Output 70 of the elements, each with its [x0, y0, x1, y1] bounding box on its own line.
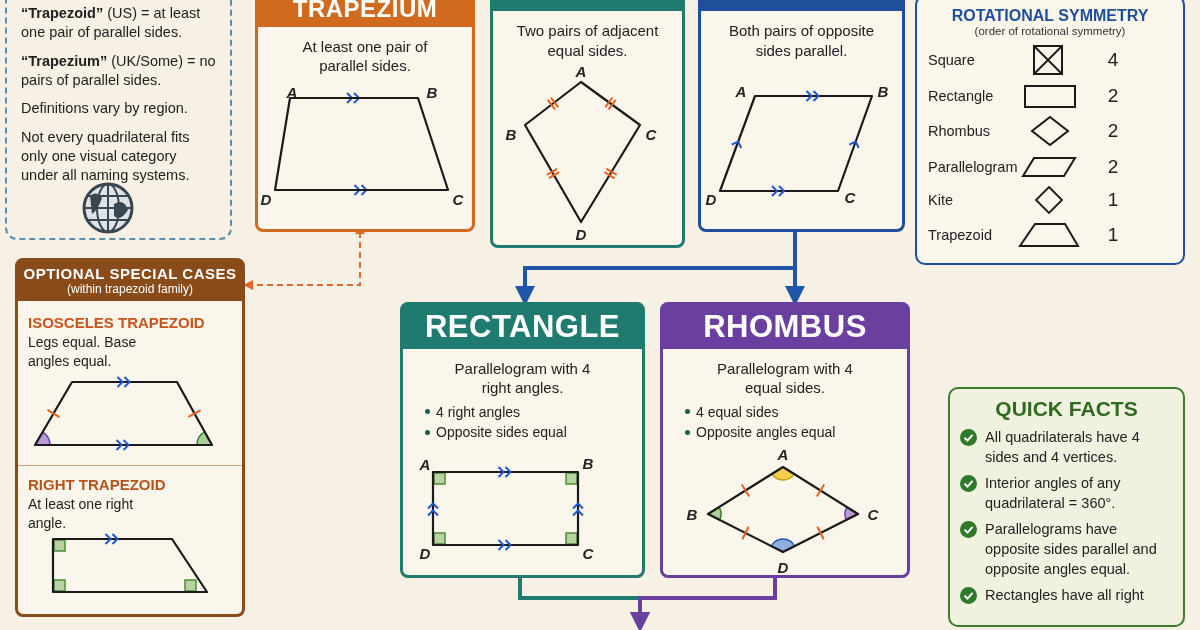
bullet-text: Opposite sides equal: [436, 422, 567, 442]
note-text: “Trapezoid” (US) = at least one pair of parallel sides.: [21, 4, 202, 42]
symmetry-order: 2: [1107, 85, 1119, 107]
vertex-label: C: [582, 544, 594, 562]
card-panel: [660, 302, 910, 578]
facts-panel: [948, 387, 1185, 627]
note-text: Definitions vary by region.: [21, 99, 189, 119]
vertex-label: A: [735, 82, 747, 100]
vertex-label: C: [867, 505, 879, 523]
card-title: RECTANGLE: [423, 309, 622, 345]
card-panel: [15, 258, 245, 617]
card-panel: [400, 302, 645, 578]
card-panel: [255, 0, 475, 232]
arrow: [630, 578, 777, 630]
vertex-label: C: [645, 125, 657, 143]
shape-name: Square: [928, 52, 975, 68]
bullet-text: Opposite angles equal: [696, 422, 836, 442]
body-text: Legs equal. Base angles equal.: [28, 332, 138, 371]
table-panel: [915, 0, 1185, 265]
card-panel: [698, 0, 905, 232]
vertex-label: A: [777, 445, 789, 463]
section-title: ISOSCELES TRAPEZOID: [28, 314, 206, 333]
card-title: TRAPEZIUM: [291, 0, 439, 23]
shape-name: Rectangle: [928, 88, 994, 104]
vertex-label: C: [844, 188, 856, 206]
symmetry-order: 1: [1107, 189, 1119, 211]
body-text: Parallelogram with 4 right angles.: [453, 358, 592, 398]
vertex-label: B: [582, 454, 594, 472]
fact-text: Interior angles of any quadrilateral = 360°.: [985, 474, 1122, 513]
card-panel: [490, 0, 685, 248]
vertex-label: D: [419, 544, 431, 562]
body-text: At least one pair of parallel sides.: [301, 36, 429, 76]
vertex-label: D: [575, 225, 587, 243]
note-text: “Trapezium” (UK/Some) = no pairs of parallel sides.: [21, 51, 216, 90]
section-title: RIGHT TRAPEZOID: [28, 476, 167, 495]
vertex-label: B: [877, 82, 889, 100]
vertex-label: B: [505, 125, 517, 143]
vertex-label: D: [705, 190, 717, 208]
panel-title: QUICK FACTS: [994, 397, 1139, 422]
body-text: At least one right angle.: [28, 494, 135, 533]
fact-text: Parallelograms have opposite sides parallel and opposite angles equal.: [985, 520, 1158, 579]
vertex-label: A: [575, 62, 587, 80]
card-title: RHOMBUS: [702, 309, 868, 345]
vertex-label: A: [286, 83, 298, 101]
panel-title: ROTATIONAL SYMMETRY: [950, 7, 1150, 26]
body-text: Parallelogram with 4 equal sides.: [716, 358, 854, 398]
note-text: Not every quadrilateral fits only one visual category under all naming systems.: [21, 128, 191, 185]
bullet-text: 4 equal sides: [696, 402, 779, 422]
symmetry-order: 2: [1107, 120, 1119, 142]
vertex-label: A: [419, 455, 431, 473]
vertex-label: B: [686, 505, 698, 523]
vertex-label: D: [777, 558, 789, 576]
vertex-label: D: [260, 190, 272, 208]
fact-text: Rectangles have all right: [985, 586, 1144, 606]
shape-name: Rhombus: [928, 123, 991, 139]
symmetry-order: 1: [1107, 224, 1119, 246]
fact-text: All quadrilaterals have 4 sides and 4 vertices.: [985, 428, 1141, 467]
body-text: Two pairs of adjacent equal sides.: [515, 21, 660, 60]
card-subtitle: (within trapezoid family): [65, 282, 194, 297]
shape-name: Trapezoid: [928, 227, 992, 243]
vertex-label: B: [426, 83, 438, 101]
vertex-label: C: [452, 190, 464, 208]
shape-name: Kite: [928, 192, 953, 208]
card-title: OPTIONAL SPECIAL CASES: [22, 265, 238, 283]
symmetry-order: 2: [1107, 156, 1119, 178]
shape-name: Parallelogram: [928, 159, 1018, 175]
body-text: Both pairs of opposite sides parallel.: [727, 21, 876, 60]
bullet-text: 4 right angles: [436, 402, 521, 422]
symmetry-order: 4: [1107, 49, 1119, 71]
panel-subtitle: (order of rotational symmetry): [973, 25, 1127, 38]
